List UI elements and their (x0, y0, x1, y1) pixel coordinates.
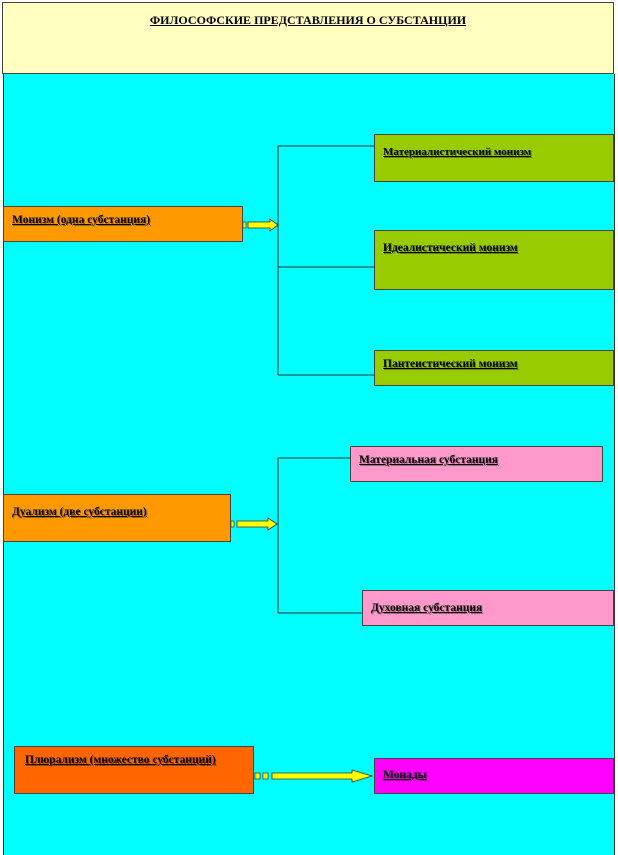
dualism-box: Дуализм (две субстанции) (3, 494, 231, 542)
header-box: ФИЛОСОФСКИЕ ПРЕДСТАВЛЕНИЯ О СУБСТАНЦИИ (2, 2, 614, 74)
spiritual-substance-label: Духовная субстанция (371, 602, 483, 614)
idealist-monism-label: Идеалистический монизм (383, 242, 518, 254)
pluralism-arrow-icon (254, 769, 374, 783)
pantheist-monism-box: Пантеистический монизм (374, 350, 614, 386)
dualism-arrow-icon (230, 517, 278, 531)
pluralism-label: Плюрализм (множество субстанций) (25, 754, 216, 766)
monism-label: Монизм (одна субстанция) (12, 214, 151, 226)
pluralism-box: Плюрализм (множество субстанций) (14, 746, 254, 794)
pantheist-monism-label: Пантеистический монизм (383, 358, 518, 370)
material-substance-label: Материальная субстанция (359, 454, 498, 466)
monads-box: Монады (374, 758, 614, 794)
monism-arrow-icon (242, 218, 279, 232)
materialist-monism-label: Материалистический монизм (383, 146, 532, 158)
material-substance-box: Материальная субстанция (350, 446, 603, 482)
spiritual-substance-box: Духовная субстанция (362, 590, 614, 626)
materialist-monism-box: Материалистический монизм (374, 134, 614, 182)
dualism-bracket (277, 457, 362, 614)
idealist-monism-box: Идеалистический монизм (374, 230, 614, 290)
monads-label: Монады (383, 769, 427, 781)
page-title: ФИЛОСОФСКИЕ ПРЕДСТАВЛЕНИЯ О СУБСТАНЦИИ (149, 13, 467, 27)
monism-bracket (277, 145, 374, 376)
dualism-label: Дуализм (две субстанции) (12, 506, 147, 518)
monism-box: Монизм (одна субстанция) (3, 206, 243, 242)
